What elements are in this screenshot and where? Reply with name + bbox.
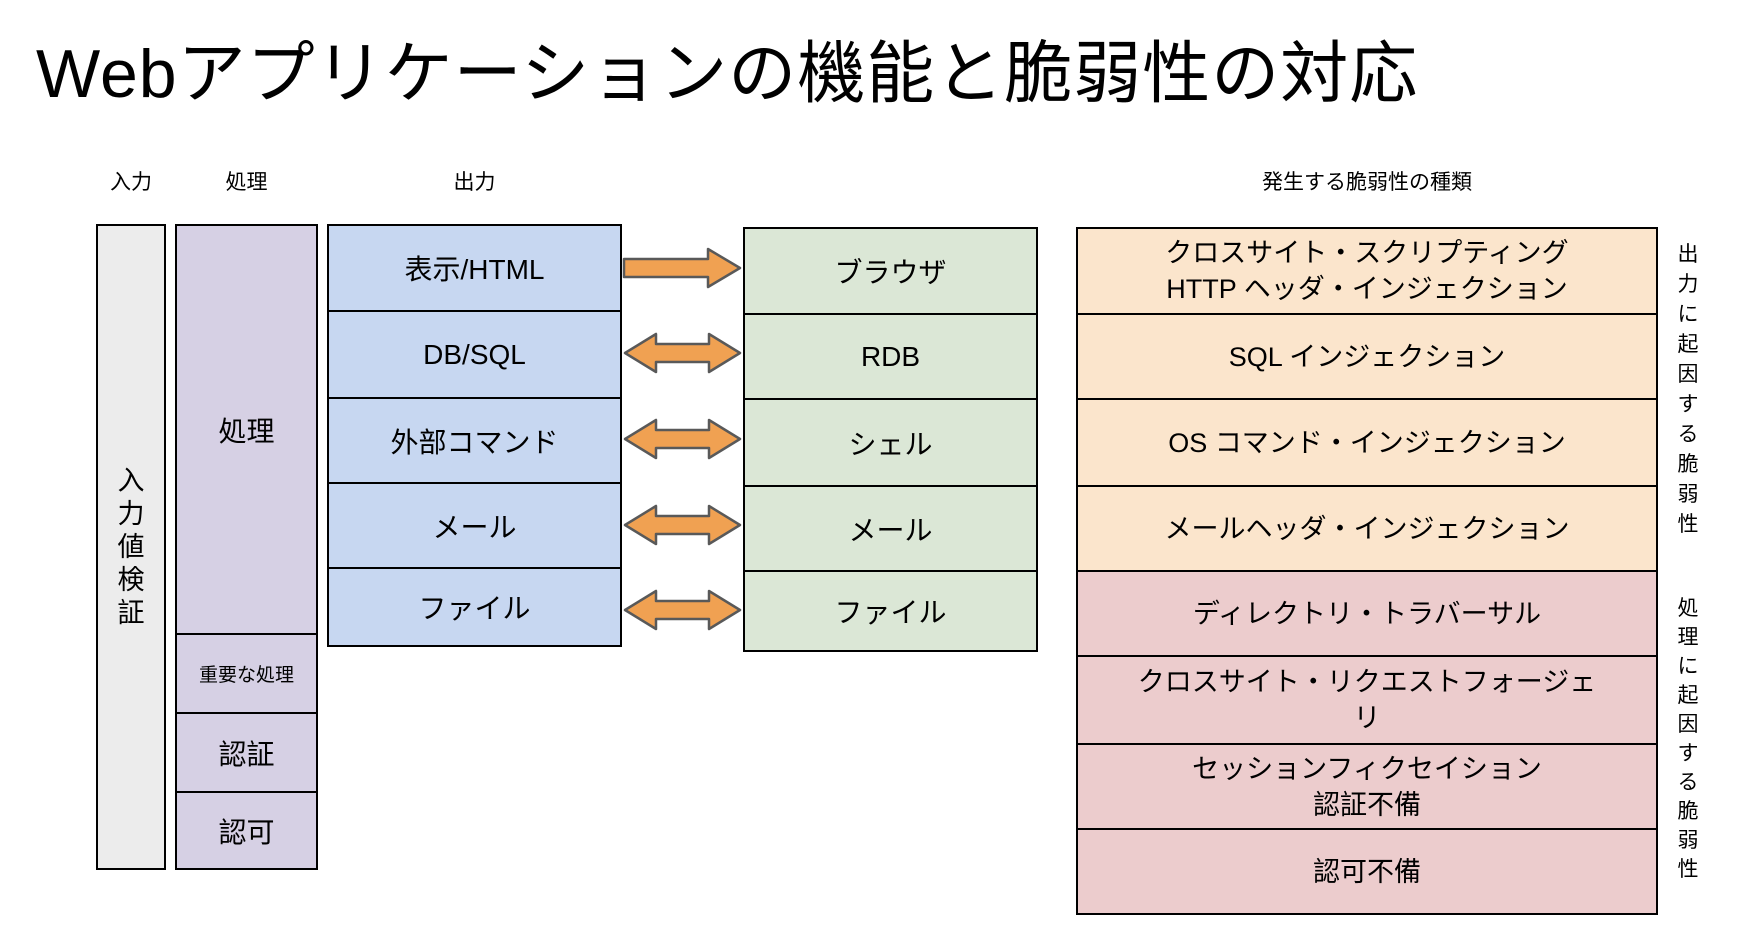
processing-section-authentication: 認証 — [177, 712, 316, 791]
vuln-row-directory-traversal: ディレクトリ・トラバーサル — [1078, 570, 1656, 655]
output-row-dbsql: DB/SQL — [329, 310, 620, 397]
column-header-input: 入力 — [110, 171, 152, 194]
vuln-row-xss-http-header-injection: クロスサイト・スクリプティング HTTP ヘッダ・インジェクション — [1078, 229, 1656, 313]
side-label-processing-origin: 処理に起因する脆弱性 — [1677, 597, 1699, 881]
vuln-row-csrf: クロスサイト・リクエストフォージェ リ — [1078, 655, 1656, 743]
vuln-row-session-fixation: セッションフィクセイション 認証不備 — [1078, 743, 1656, 828]
destination-row-file: ファイル — [745, 570, 1036, 650]
arrow-bidirectional-icon — [622, 588, 743, 632]
arrow-bidirectional-icon — [622, 331, 743, 375]
output-row-html: 表示/HTML — [404, 254, 545, 285]
destination-row-shell: シェル — [745, 398, 1036, 485]
output-functions-box: 表示/HTML DB/SQL 外部コマンド メール ファイル — [327, 224, 622, 647]
input-validation-box: 入力値検証 — [96, 224, 166, 870]
page-title: Webアプリケーションの機能と脆弱性の対応 — [36, 36, 1419, 112]
output-row-external-command: 外部コマンド — [329, 397, 620, 482]
vuln-row-authorization-flaw: 認可不備 — [1078, 828, 1656, 913]
processing-box: 処理 重要な処理 認証 認可 — [175, 224, 318, 870]
processing-section-main: 処理 — [218, 415, 275, 447]
output-row-file: ファイル — [329, 567, 620, 645]
processing-section-important: 重要な処理 — [177, 633, 316, 712]
column-header-vulnerabilities: 発生する脆弱性の種類 — [1262, 171, 1472, 194]
vuln-row-mail-header-injection: メールヘッダ・インジェクション — [1078, 485, 1656, 570]
destination-row-mail: メール — [745, 485, 1036, 570]
input-validation-label: 入力値検証 — [117, 465, 145, 628]
vulnerability-box: クロスサイト・スクリプティング HTTP ヘッダ・インジェクション SQL イン… — [1076, 227, 1658, 915]
output-row-mail: メール — [329, 482, 620, 567]
vuln-row-sql-injection: SQL インジェクション — [1078, 313, 1656, 398]
column-header-processing: 処理 — [225, 171, 268, 194]
processing-section-authorization: 認可 — [177, 791, 316, 868]
vuln-row-os-command-injection: OS コマンド・インジェクション — [1078, 398, 1656, 485]
side-label-output-origin: 出力に起因する脆弱性 — [1677, 243, 1699, 536]
destination-row-browser: ブラウザ — [834, 257, 947, 288]
destination-box: ブラウザ RDB シェル メール ファイル — [743, 227, 1038, 652]
column-header-output: 出力 — [453, 171, 496, 194]
arrow-bidirectional-icon — [622, 503, 743, 547]
destination-row-rdb: RDB — [745, 313, 1036, 398]
arrow-bidirectional-icon — [622, 417, 743, 461]
arrow-right-icon — [622, 246, 743, 290]
